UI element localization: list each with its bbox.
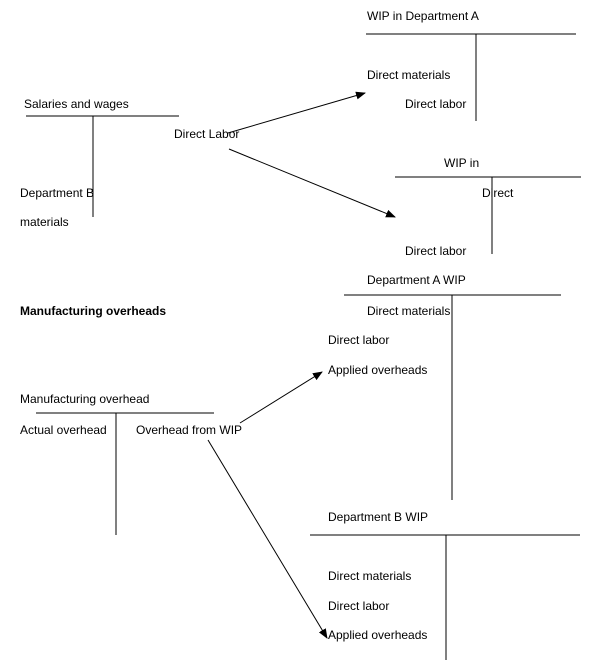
arrow-overhead-to-dept-a-wip bbox=[239, 371, 323, 424]
mfg-overhead-debit-item: Actual overhead bbox=[20, 423, 107, 437]
section-heading: Manufacturing overheads bbox=[20, 304, 167, 318]
arrow-overhead-to-dept-b-wip bbox=[207, 439, 328, 639]
department-b-fragment-line: materials bbox=[20, 215, 69, 229]
wip-in-title: WIP in bbox=[444, 156, 480, 170]
salaries-wages-title: Salaries and wages bbox=[24, 97, 129, 111]
salaries-wages-credit-item: Direct Labor bbox=[174, 127, 240, 141]
department-b-fragment-line: Department B bbox=[20, 186, 95, 200]
wip-dept-a-top-title: WIP in Department A bbox=[367, 9, 479, 23]
dept-a-wip-item: Direct labor bbox=[328, 333, 390, 347]
arrow-labor-to-wip-dept-a bbox=[227, 91, 366, 134]
dept-b-wip-debit-item: Applied overheads bbox=[328, 628, 428, 642]
dept-a-wip-item: Direct materials bbox=[367, 304, 451, 318]
dept-a-wip-title: Department A WIP bbox=[367, 273, 466, 287]
wip-in-debit-item: Direct labor bbox=[405, 244, 467, 258]
dept-b-wip-title: Department B WIP bbox=[328, 510, 429, 524]
dept-b-wip-debit-item: Direct labor bbox=[328, 599, 390, 613]
mfg-overhead-title: Manufacturing overhead bbox=[20, 392, 150, 406]
wip-dept-a-top-debit-item: Direct labor bbox=[405, 97, 467, 111]
dept-b-wip-debit-item: Direct materials bbox=[328, 569, 412, 583]
arrow-labor-to-wip-in bbox=[228, 148, 396, 218]
wip-dept-a-top-debit-item: Direct materials bbox=[367, 68, 451, 82]
wip-in-credit-partial: Direct bbox=[482, 186, 514, 200]
mfg-overhead-credit-item: Overhead from WIP bbox=[136, 423, 243, 437]
dept-a-wip-item: Applied overheads bbox=[328, 363, 428, 377]
